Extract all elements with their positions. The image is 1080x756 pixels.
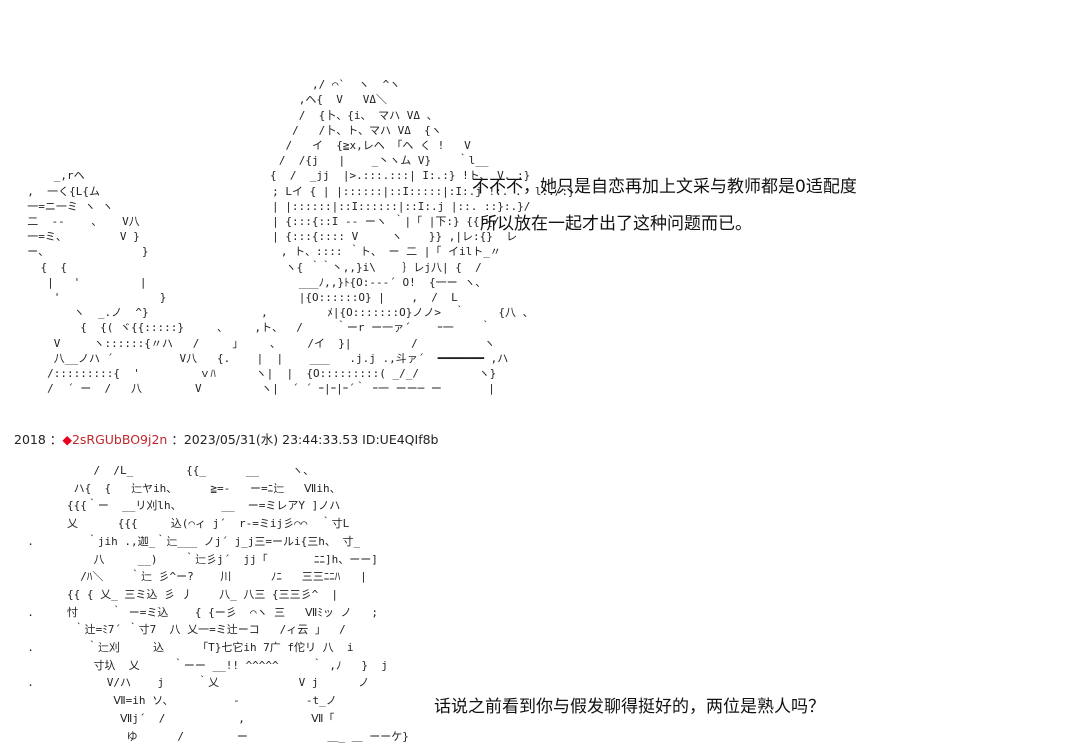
post-number: 2018: [14, 432, 46, 447]
ascii-art-characters-bottom: / /L_ {{_ __ ヽ、 ハ{ { 辷ヤih、 ≧=- ー=ﾆ辷 Ⅶih、…: [27, 464, 409, 743]
post-datetime: 2023/05/31(水) 23:44:33.53: [183, 432, 359, 447]
ascii-art-characters-top: ,/ ⌒` ヽ ^ヽ ,ヘ{ V VΔ＼ / {卜、{i、 マハ VΔ 、 / …: [27, 78, 575, 396]
post-header: 2018 ：◆2sRGUbBO9j2n ：2023/05/31(水) 23:44…: [14, 431, 438, 449]
dialogue-line-2: 所以放在一起才出了这种问题而已。: [480, 214, 752, 234]
poster-id[interactable]: ID:UE4QIf8b: [362, 432, 439, 447]
dialogue-line-3: 话说之前看到你与假发聊得挺好的，两位是熟人吗？: [434, 697, 825, 717]
post-separator: ：: [171, 432, 184, 447]
poster-trip[interactable]: 2sRGUbBO9j2n: [71, 432, 168, 447]
trip-diamond-icon: ◆: [62, 432, 72, 447]
dialogue-line-1: 不不不，她只是自恋再加上文采与教师都是0适配度: [472, 177, 857, 197]
post-separator: ：: [49, 432, 63, 447]
